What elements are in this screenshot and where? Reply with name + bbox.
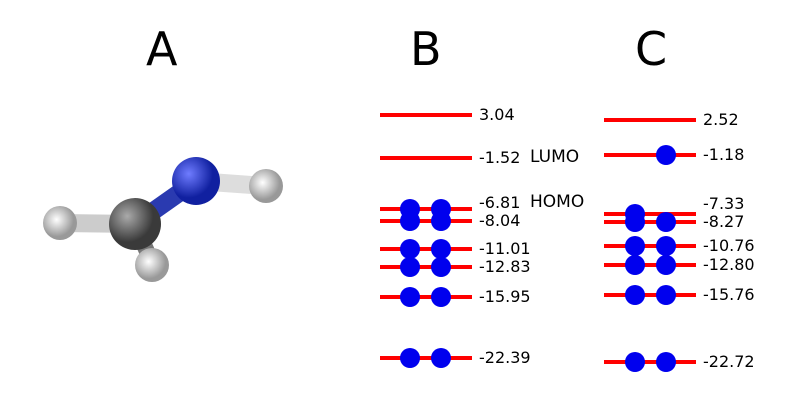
energy-label: 2.52: [703, 110, 739, 129]
energy-label: -22.39: [479, 348, 531, 367]
energy-level: [604, 118, 696, 122]
energy-label: -11.01: [479, 239, 531, 258]
hydrogen-atom: [135, 248, 169, 282]
hydrogen-atom: [43, 206, 77, 240]
energy-level: [604, 263, 696, 267]
electron: [656, 285, 676, 305]
electron: [625, 285, 645, 305]
energy-level: [604, 220, 696, 224]
energy-level: [604, 212, 696, 216]
electron: [625, 352, 645, 372]
energy-label: -10.76: [703, 236, 755, 255]
electron: [431, 287, 451, 307]
energy-level: [604, 360, 696, 364]
energy-label: -1.18: [703, 145, 745, 164]
energy-level: [380, 219, 472, 223]
energy-level: [604, 293, 696, 297]
electron: [625, 236, 645, 256]
electron: [625, 212, 645, 232]
energy-label: -12.80: [703, 255, 755, 274]
energy-level: [604, 244, 696, 248]
energy-level: [380, 156, 472, 160]
energy-label: -8.27: [703, 212, 745, 231]
electron: [656, 236, 676, 256]
electron: [400, 348, 420, 368]
electron: [431, 348, 451, 368]
electron: [431, 257, 451, 277]
electron: [400, 211, 420, 231]
hydrogen-atom: [249, 169, 283, 203]
energy-level: [380, 295, 472, 299]
electron: [431, 211, 451, 231]
panel-b-title: B: [410, 22, 442, 76]
energy-level: [380, 265, 472, 269]
electron: [431, 239, 451, 259]
lumo-label: LUMO: [530, 147, 580, 167]
homo-label: HOMO: [530, 192, 585, 212]
energy-label: -7.33: [703, 194, 745, 213]
electron: [400, 239, 420, 259]
electron: [400, 287, 420, 307]
carbon-atom: [109, 198, 161, 250]
energy-level: [380, 207, 472, 211]
energy-label: -15.76: [703, 285, 755, 304]
electron: [400, 257, 420, 277]
electron: [656, 212, 676, 232]
electron: [625, 255, 645, 275]
energy-label: -1.52: [479, 148, 521, 167]
nitrogen-atom: [172, 157, 220, 205]
energy-level: [604, 153, 696, 157]
energy-level: [380, 247, 472, 251]
panel-c-title: C: [635, 22, 668, 76]
electron: [656, 352, 676, 372]
energy-label: -22.72: [703, 352, 755, 371]
electron: [656, 255, 676, 275]
energy-label: -12.83: [479, 257, 531, 276]
electron: [656, 145, 676, 165]
panel-a-title: A: [146, 22, 178, 76]
energy-label: -8.04: [479, 211, 521, 230]
energy-label: -15.95: [479, 287, 531, 306]
energy-label: 3.04: [479, 105, 515, 124]
bonds: [59, 172, 267, 267]
energy-level: [380, 356, 472, 360]
molecule-model: [43, 157, 283, 282]
energy-label: -6.81: [479, 193, 521, 212]
energy-level: [380, 113, 472, 117]
